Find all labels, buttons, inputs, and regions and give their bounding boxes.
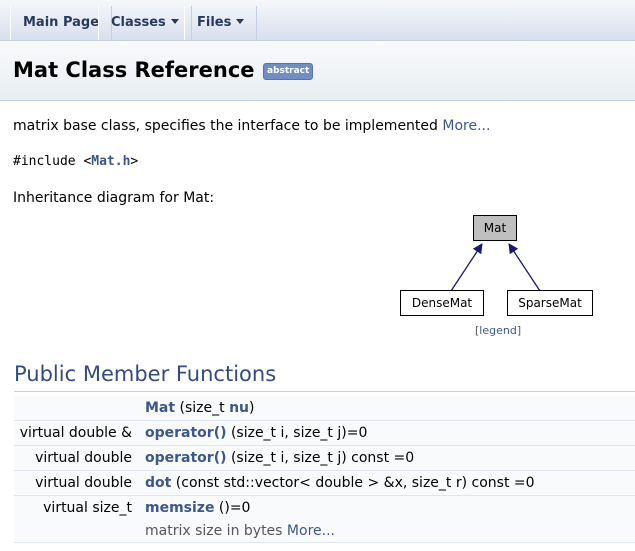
page-title: Mat Class Reference xyxy=(13,58,255,82)
tab-classes[interactable]: Classes xyxy=(98,6,192,40)
member-signature: operator() (size_t i, size_t j)=0 xyxy=(140,420,635,446)
member-link-memsize[interactable]: memsize xyxy=(145,500,215,516)
member-signature: memsize ()=0 xyxy=(140,495,635,520)
member-signature: dot (const std::vector< double > &x, siz… xyxy=(140,470,635,496)
legend-link[interactable]: legend xyxy=(479,324,517,337)
member-args: (const std::vector< double > &x, size_t … xyxy=(171,475,535,491)
member-type: virtual double & xyxy=(14,420,140,446)
member-desc-spacer xyxy=(14,520,140,543)
include-file-link[interactable]: Mat.h xyxy=(91,154,131,169)
tab-main-page-label: Main Page xyxy=(23,15,100,30)
section-title: Public Member Functions xyxy=(14,362,277,386)
table-row: virtual double dot (const std::vector< d… xyxy=(14,470,635,496)
tab-classes-label: Classes xyxy=(111,15,166,30)
include-suffix: > xyxy=(130,154,139,169)
table-row: Mat (size_t nu) xyxy=(14,396,635,421)
table-row-description: matrix size in bytes More... xyxy=(14,520,635,543)
tab-files[interactable]: Files xyxy=(184,6,258,40)
brief-more-link[interactable]: More... xyxy=(442,118,491,134)
legend-link-wrap: [legend] xyxy=(475,324,521,337)
chevron-down-icon xyxy=(236,19,245,24)
member-param-nu[interactable]: nu xyxy=(229,400,250,416)
diagram-node-sparsemat[interactable]: SparseMat xyxy=(507,290,593,316)
member-link-operator-call[interactable]: operator() xyxy=(145,425,227,441)
member-type xyxy=(14,396,140,421)
member-args: (size_t i, size_t j) const =0 xyxy=(226,450,415,466)
member-args-close: ) xyxy=(249,400,255,416)
section-divider xyxy=(14,391,635,392)
page-header: Mat Class Reference abstract xyxy=(0,41,635,101)
member-args: ()=0 xyxy=(214,500,251,516)
member-signature: operator() (size_t i, size_t j) const =0 xyxy=(140,445,635,471)
include-line: #include <Mat.h> xyxy=(13,154,138,169)
member-link-mat[interactable]: Mat xyxy=(145,400,176,416)
brief-text: matrix base class, specifies the interfa… xyxy=(13,118,443,134)
member-link-dot[interactable]: dot xyxy=(145,475,172,491)
table-row: virtual double & operator() (size_t i, s… xyxy=(14,420,635,446)
arrow-sparsemat-to-mat xyxy=(508,243,541,292)
member-type: virtual double xyxy=(14,470,140,496)
member-description: matrix size in bytes More... xyxy=(140,520,635,543)
member-args: (size_t i, size_t j)=0 xyxy=(226,425,368,441)
legend-close: ] xyxy=(516,324,522,337)
member-type: virtual size_t xyxy=(14,495,140,520)
table-row: virtual double operator() (size_t i, siz… xyxy=(14,445,635,471)
brief-description: matrix base class, specifies the interfa… xyxy=(13,118,490,134)
member-args: (size_t xyxy=(175,400,230,416)
tab-files-label: Files xyxy=(197,15,232,30)
member-desc-text: matrix size in bytes xyxy=(145,523,287,539)
chevron-down-icon xyxy=(170,19,179,24)
member-table: Mat (size_t nu) virtual double & operato… xyxy=(14,396,635,543)
arrow-densemat-to-mat xyxy=(450,243,483,292)
diagram-node-mat[interactable]: Mat xyxy=(473,215,517,241)
member-link-operator-call-const[interactable]: operator() xyxy=(145,450,227,466)
member-type: virtual double xyxy=(14,445,140,471)
top-nav-bar: Main Page Classes Files xyxy=(0,0,635,41)
member-signature: Mat (size_t nu) xyxy=(140,396,635,421)
abstract-badge: abstract xyxy=(263,63,314,80)
legend-open: [ xyxy=(475,324,480,337)
include-prefix: #include < xyxy=(13,154,92,169)
tab-main-page[interactable]: Main Page xyxy=(10,6,113,40)
member-desc-more-link[interactable]: More... xyxy=(286,523,335,539)
inheritance-caption: Inheritance diagram for Mat: xyxy=(13,190,215,206)
diagram-node-densemat[interactable]: DenseMat xyxy=(400,290,484,316)
table-row: virtual size_t memsize ()=0 xyxy=(14,495,635,520)
